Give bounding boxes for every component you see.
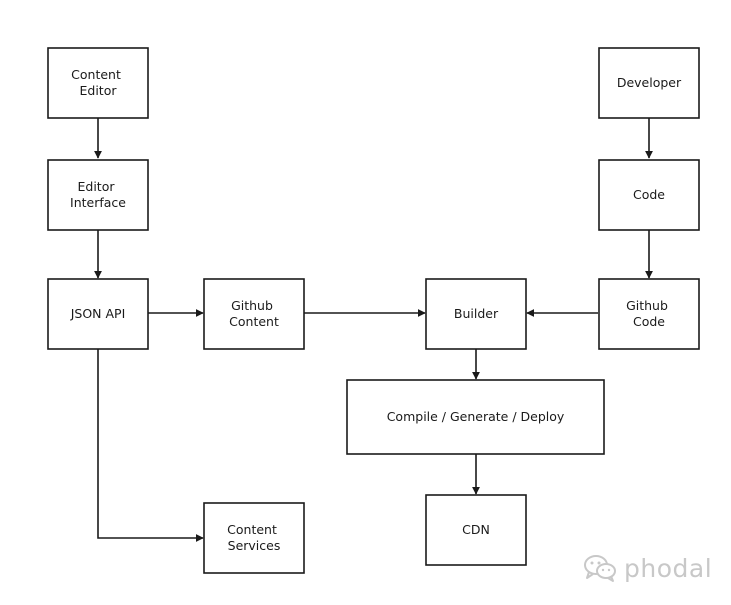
node-label-line: Editor	[80, 83, 118, 98]
node-label: Code	[633, 187, 665, 202]
node-content-services: Content Services	[203, 502, 305, 574]
node-label-line: Content	[229, 314, 279, 329]
svg-text:Content Services: Content Services	[227, 522, 281, 553]
watermark: phodal	[582, 548, 714, 588]
nodes: Content Editor Editor Interface JSON API…	[47, 47, 700, 574]
node-label-line: Code	[633, 314, 665, 329]
node-label-line: Content	[227, 522, 277, 537]
node-label: CDN	[462, 522, 490, 537]
watermark-text: phodal	[624, 553, 713, 583]
edges	[94, 118, 653, 542]
svg-text:Content Editor: Content Editor	[71, 67, 125, 98]
svg-text:Editor Interface: Editor Interface	[70, 179, 126, 210]
node-code: Code	[598, 159, 700, 231]
node-compile-generate-deploy: Compile / Generate / Deploy	[346, 379, 605, 455]
node-label-line: Github	[231, 298, 273, 313]
node-github-content: Github Content	[203, 278, 305, 350]
svg-text:Github Content: Github Content	[229, 298, 279, 329]
node-label-line: Interface	[70, 195, 126, 210]
node-cdn: CDN	[425, 494, 527, 566]
node-github-code: Github Code	[598, 278, 700, 350]
svg-text:Github Code: Github Code	[626, 298, 672, 329]
edge-json-api-to-content-services	[97, 349, 204, 542]
node-label: Developer	[617, 75, 682, 90]
node-label-line: Github	[626, 298, 668, 313]
wechat-icon	[584, 555, 616, 582]
node-editor-interface: Editor Interface	[47, 159, 149, 231]
node-label: Builder	[454, 306, 499, 321]
node-developer: Developer	[598, 47, 700, 119]
node-builder: Builder	[425, 278, 527, 350]
node-label-line: Services	[228, 538, 281, 553]
node-content-editor: Content Editor	[47, 47, 149, 119]
node-json-api: JSON API	[47, 278, 149, 350]
node-label: JSON API	[70, 306, 126, 321]
node-label-line: Content	[71, 67, 121, 82]
node-label-line: Editor	[78, 179, 116, 194]
node-label: Compile / Generate / Deploy	[387, 409, 565, 424]
